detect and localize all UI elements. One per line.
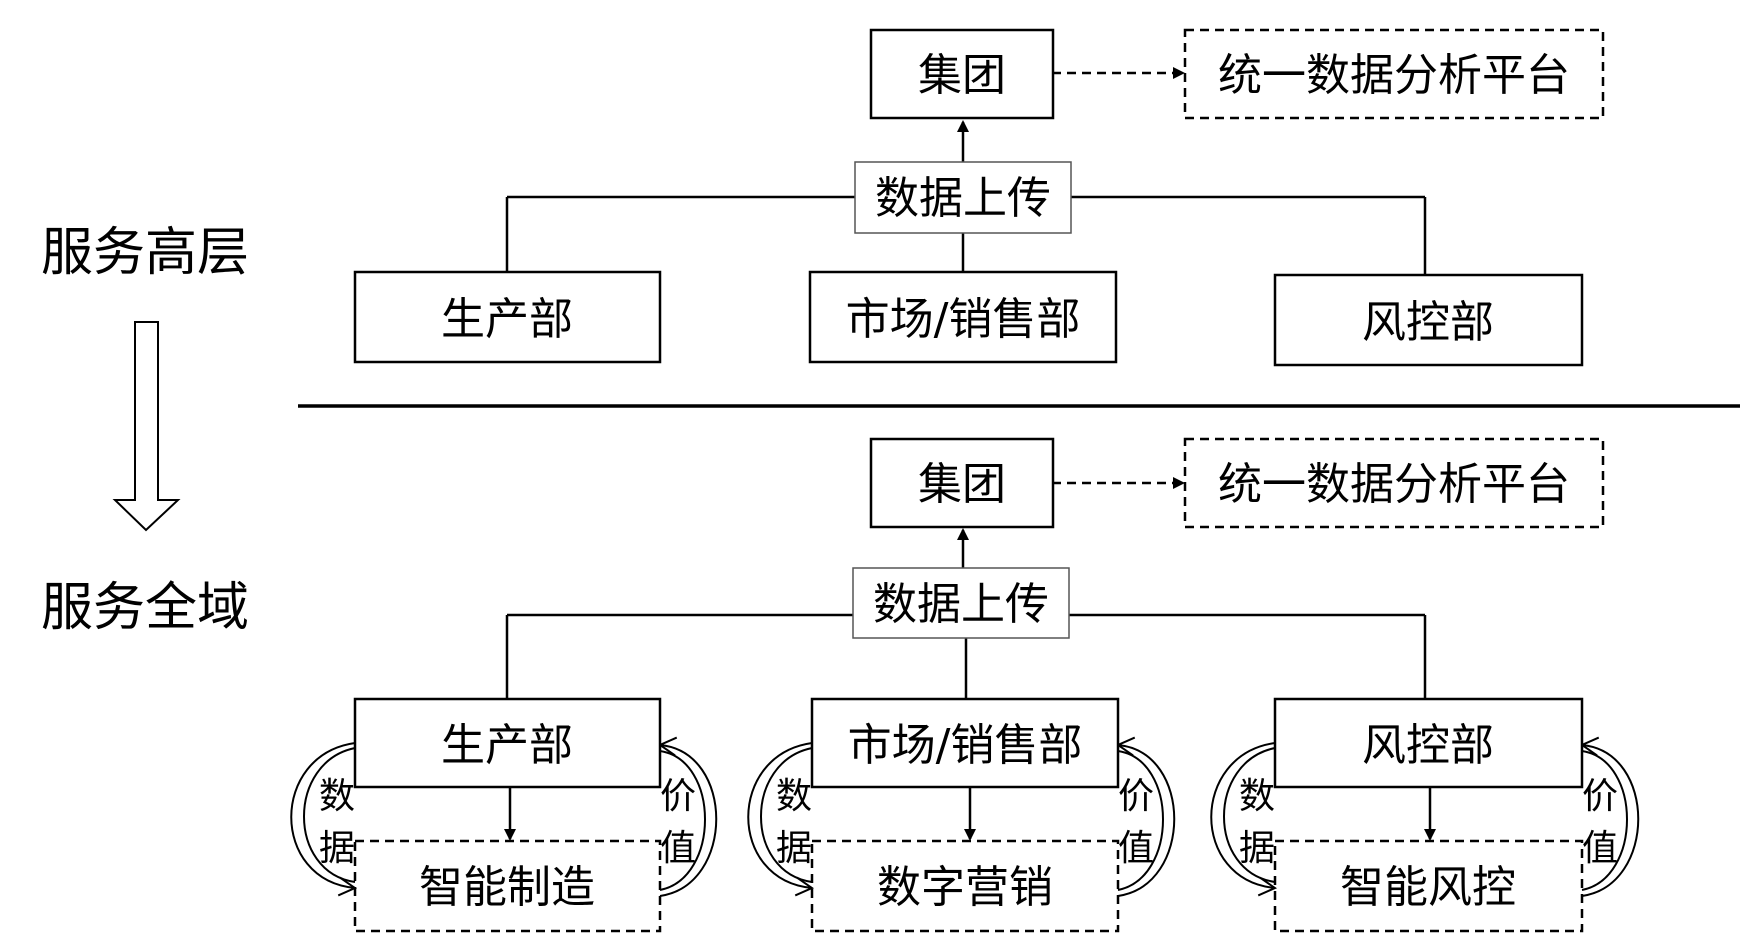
bottom-section: 集团 统一数据分析平台 数据上传 智能制造 数字营销 智能风控 bbox=[290, 437, 1640, 933]
risk-value-loop-arrow-inner bbox=[1581, 750, 1628, 891]
marketing-value-char-2: 值 bbox=[1118, 828, 1154, 869]
marketing-value-loop-arrow-inner bbox=[1117, 750, 1164, 891]
bottom-dept-production-box bbox=[353, 697, 662, 789]
bottom-upload-label: 数据上传 bbox=[873, 579, 1049, 630]
app-smart-manufacturing-box bbox=[353, 839, 662, 933]
bottom-dept-production-label: 生产部 bbox=[441, 720, 573, 771]
bottom-platform-label: 统一数据分析平台 bbox=[1218, 459, 1570, 510]
production-value-loop-arrow-inner bbox=[659, 750, 706, 891]
bottom-dept-risk-box bbox=[1273, 697, 1584, 789]
top-dept-production-box bbox=[353, 270, 662, 364]
app-smart-risk-box bbox=[1273, 839, 1584, 933]
risk-value-char-2: 值 bbox=[1582, 828, 1618, 869]
production-value-char-2: 值 bbox=[660, 828, 696, 869]
top-section: 集团 统一数据分析平台 数据上传 生产部 市场/销售部 风控部 bbox=[353, 28, 1605, 367]
marketing-data-char-1: 数 bbox=[776, 776, 812, 817]
production-value-char-1: 价 bbox=[660, 776, 696, 817]
bottom-platform-box bbox=[1183, 437, 1605, 529]
hollow-down-arrow bbox=[112, 321, 181, 532]
production-data-char-2: 据 bbox=[319, 828, 355, 869]
top-group-label: 集团 bbox=[918, 50, 1006, 101]
marketing-data-loop-arrow bbox=[747, 742, 815, 897]
production-data-loop-arrow bbox=[290, 742, 358, 897]
bottom-dept-marketing-label: 市场/销售部 bbox=[848, 720, 1083, 771]
top-dept-production-label: 生产部 bbox=[441, 294, 573, 345]
top-platform-box bbox=[1183, 28, 1605, 120]
top-upload-box bbox=[854, 161, 1072, 234]
bottom-group-box bbox=[869, 437, 1055, 529]
marketing-data-loop-arrow-inner bbox=[760, 747, 813, 883]
level-label-bottom: 服务全域 bbox=[41, 578, 249, 638]
app-digital-marketing-label: 数字营销 bbox=[877, 862, 1053, 913]
top-upload-label: 数据上传 bbox=[875, 173, 1051, 224]
bottom-group-label: 集团 bbox=[918, 459, 1006, 510]
top-group-box bbox=[869, 28, 1055, 120]
top-dept-risk-label: 风控部 bbox=[1362, 297, 1494, 348]
marketing-data-char-2: 据 bbox=[776, 828, 812, 869]
app-smart-risk-label: 智能风控 bbox=[1340, 862, 1516, 913]
production-data-char-1: 数 bbox=[319, 776, 355, 817]
risk-data-char-2: 据 bbox=[1239, 828, 1275, 869]
top-dept-marketing-label: 市场/销售部 bbox=[846, 294, 1081, 345]
top-platform-label: 统一数据分析平台 bbox=[1218, 50, 1570, 101]
bottom-dept-marketing-box bbox=[810, 697, 1120, 789]
marketing-value-char-1: 价 bbox=[1118, 776, 1154, 817]
risk-data-loop-arrow bbox=[1210, 742, 1278, 897]
app-smart-manufacturing-label: 智能制造 bbox=[419, 862, 595, 913]
risk-data-char-1: 数 bbox=[1239, 776, 1275, 817]
app-digital-marketing-box bbox=[810, 839, 1120, 933]
production-value-loop-arrow bbox=[657, 736, 718, 897]
risk-value-loop-arrow bbox=[1579, 736, 1640, 897]
top-dept-marketing-box bbox=[808, 270, 1118, 364]
production-data-loop-arrow-inner bbox=[303, 747, 356, 883]
level-label-top: 服务高层 bbox=[41, 223, 249, 283]
top-dept-risk-box bbox=[1273, 273, 1584, 367]
bottom-upload-box bbox=[852, 567, 1070, 639]
bottom-dept-risk-label: 风控部 bbox=[1362, 720, 1494, 771]
risk-data-loop-arrow-inner bbox=[1223, 747, 1276, 883]
marketing-value-loop-arrow bbox=[1115, 736, 1176, 897]
risk-value-char-1: 价 bbox=[1582, 776, 1618, 817]
